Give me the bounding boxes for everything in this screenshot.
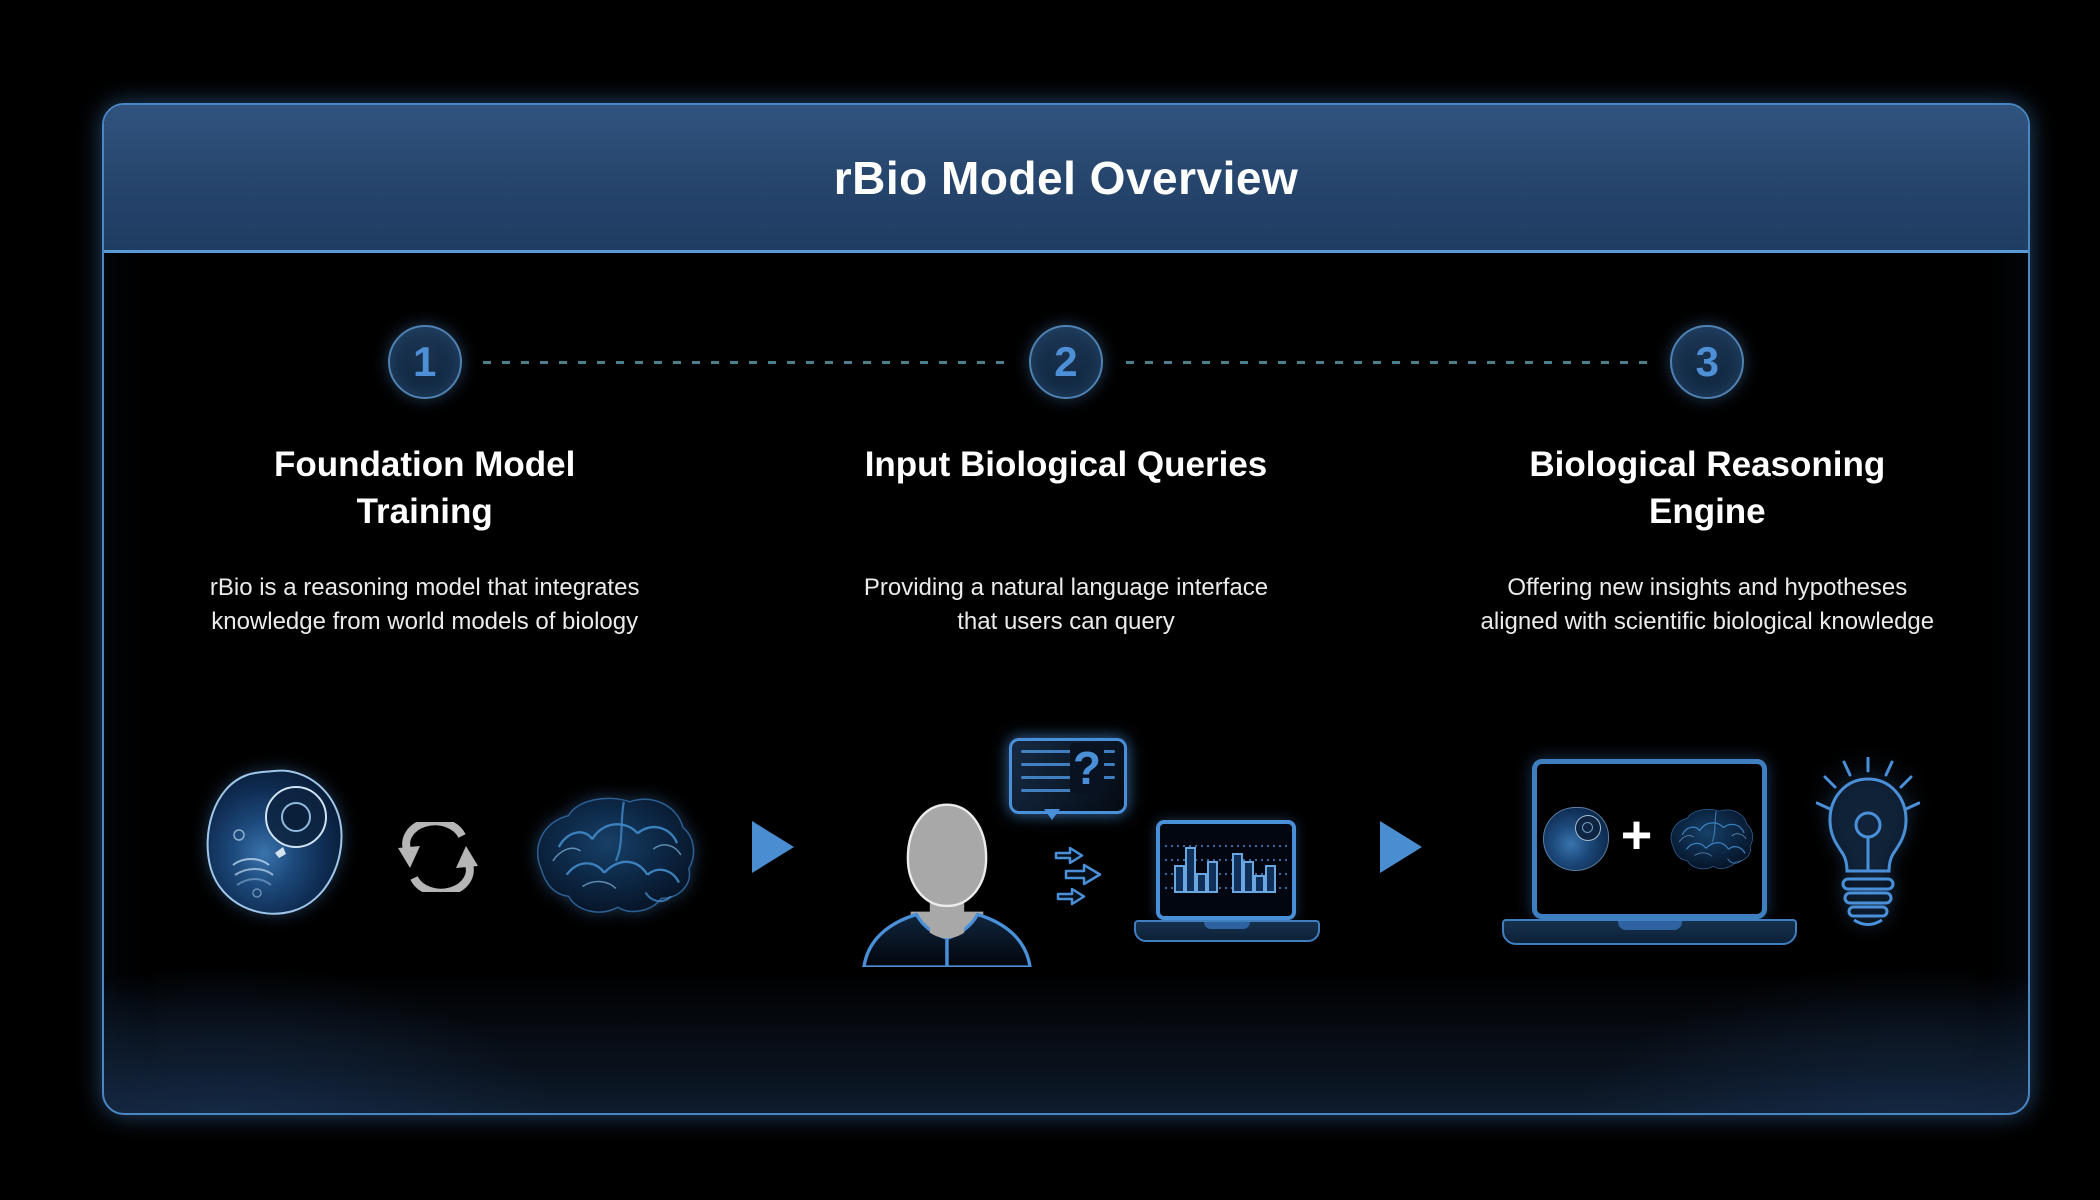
bubble-text-line — [1021, 750, 1115, 753]
question-mark: ? — [1069, 743, 1104, 794]
plus-sign: + — [1620, 805, 1653, 865]
bubble-text-line — [1021, 776, 1115, 779]
laptop-notch — [1204, 922, 1250, 929]
cell-nucleus — [1574, 815, 1601, 841]
question-bubble: ? — [1009, 738, 1127, 820]
bubble-text-line — [1021, 763, 1115, 766]
sync-arrows-icon — [398, 822, 478, 892]
bar-chart-graphic — [1165, 845, 1287, 893]
laptop-base — [1134, 920, 1320, 942]
step-column-2: 2 Input Biological Queries Providing a n… — [745, 325, 1386, 639]
step-column-1: 1 Foundation Model Training rBio is a re… — [104, 325, 745, 639]
step-description: Offering new insights and hypotheses ali… — [1480, 574, 1935, 636]
card-header: rBio Model Overview — [104, 105, 2028, 253]
page-title: rBio Model Overview — [833, 151, 1299, 204]
step-number-badge: 2 — [1028, 325, 1103, 399]
laptop-screen: + — [1532, 759, 1767, 919]
step-column-3: 3 Biological Reasoning Engine Offering n… — [1387, 325, 2028, 639]
cell-image — [206, 769, 343, 915]
step-number-badge: 1 — [387, 325, 462, 399]
cell-image — [1542, 807, 1609, 871]
flow-arrow-icon — [1380, 821, 1422, 873]
step-connector-line — [483, 361, 1010, 364]
step-description: Providing a natural language interface t… — [863, 574, 1269, 636]
person-avatar — [862, 803, 1032, 967]
laptop-cell-plus-brain-icon: + — [1502, 759, 1797, 954]
query-arrows-icon — [1054, 846, 1102, 906]
laptop-chart-icon — [1134, 820, 1320, 952]
step-title: Input Biological Queries — [864, 445, 1268, 484]
laptop-screen — [1156, 820, 1296, 920]
brain-image — [536, 797, 695, 914]
step-title: Biological Reasoning Engine — [1529, 445, 1886, 532]
step-connector-line — [1126, 361, 1653, 364]
flow-arrow-icon — [752, 821, 794, 873]
overview-card: rBio Model Overview 1 Foundation Model T… — [102, 103, 2030, 1115]
step-description: rBio is a reasoning model that integrate… — [209, 574, 640, 636]
steps-row: 1 Foundation Model Training rBio is a re… — [104, 325, 2028, 639]
laptop-base — [1502, 919, 1797, 945]
step-number-badge: 3 — [1670, 325, 1745, 399]
laptop-notch — [1617, 921, 1682, 930]
step-title: Foundation Model Training — [274, 445, 576, 532]
bubble-text-line — [1021, 789, 1102, 792]
brain-image — [1670, 808, 1754, 870]
lightbulb-icon — [1816, 757, 1920, 926]
bubble-tail — [1044, 809, 1060, 828]
